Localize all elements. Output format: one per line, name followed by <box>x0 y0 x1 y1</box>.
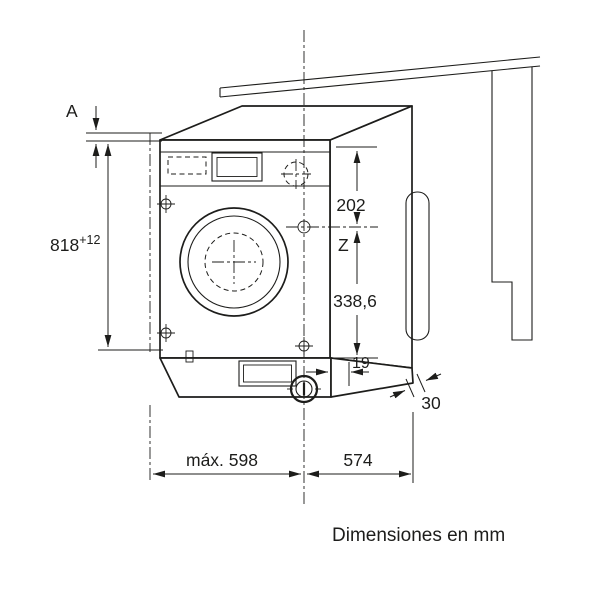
dim-label-30: 30 <box>421 393 441 413</box>
cabinet-side-panel <box>491 67 533 341</box>
dim-label-574: 574 <box>343 450 372 470</box>
dim-label-3386: 338,6 <box>333 291 377 311</box>
reference-lines <box>149 30 305 506</box>
detergent-drawer-top <box>167 156 207 175</box>
dimension-depth: 574 <box>307 412 414 483</box>
drain-cover <box>185 350 194 363</box>
dimension-top-clearance: A <box>66 101 162 168</box>
machine-front-face <box>159 139 331 359</box>
service-flap <box>238 360 297 387</box>
door-outer-ring <box>179 207 289 317</box>
dimension-niche-height: 818+12 <box>50 144 163 351</box>
dim-label-max-width: máx. 598 <box>186 450 258 470</box>
dim-label-niche-height: 818+12 <box>50 233 100 255</box>
units-note: Dimensiones en mm <box>332 525 505 546</box>
machine-rear-bulge <box>405 191 430 341</box>
door-axis-marker: Z <box>286 220 378 255</box>
display-window <box>216 157 258 177</box>
dimension-door-protrusion: 30 <box>389 372 442 413</box>
hinge-point-icon <box>297 220 311 234</box>
dimension-top-to-axis: 202 <box>336 146 377 224</box>
dimension-max-width: máx. 598 <box>153 450 301 478</box>
drum-opening <box>204 232 264 292</box>
control-panel <box>160 151 330 189</box>
washing-machine-body <box>159 105 430 398</box>
dimension-base-offset: 19 <box>306 355 370 386</box>
service-flap-inner <box>243 364 292 383</box>
dim-label-a: A <box>66 101 78 121</box>
dimension-axis-to-base: 338,6 <box>333 231 378 359</box>
door <box>179 207 289 317</box>
dim-label-z: Z <box>338 235 349 255</box>
worktop-edge <box>219 56 541 98</box>
machine-base-front <box>159 357 332 398</box>
machine-base-side <box>330 357 414 398</box>
dim-label-202: 202 <box>336 195 365 215</box>
dim-label-19: 19 <box>352 355 370 372</box>
display-panel <box>211 152 263 182</box>
door-inner-ring <box>187 215 281 309</box>
